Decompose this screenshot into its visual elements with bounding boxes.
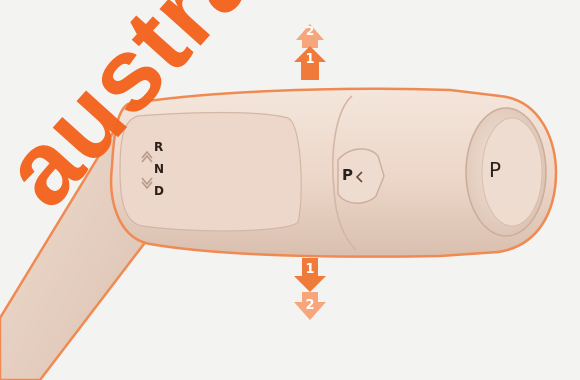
park-side-label: P (342, 166, 353, 184)
selector-panel (120, 113, 301, 231)
arrow-down-label-1: 1 (298, 262, 322, 277)
gear-label-d: D (154, 184, 164, 198)
gear-label-r: R (154, 140, 163, 154)
arrow-up-label-1: 1 (298, 52, 322, 67)
park-end-label: P (489, 158, 501, 182)
arrow-up-label-2: 2 (298, 24, 322, 38)
gear-label-n: N (154, 162, 164, 176)
arrow-down-label-2: 2 (298, 298, 322, 313)
